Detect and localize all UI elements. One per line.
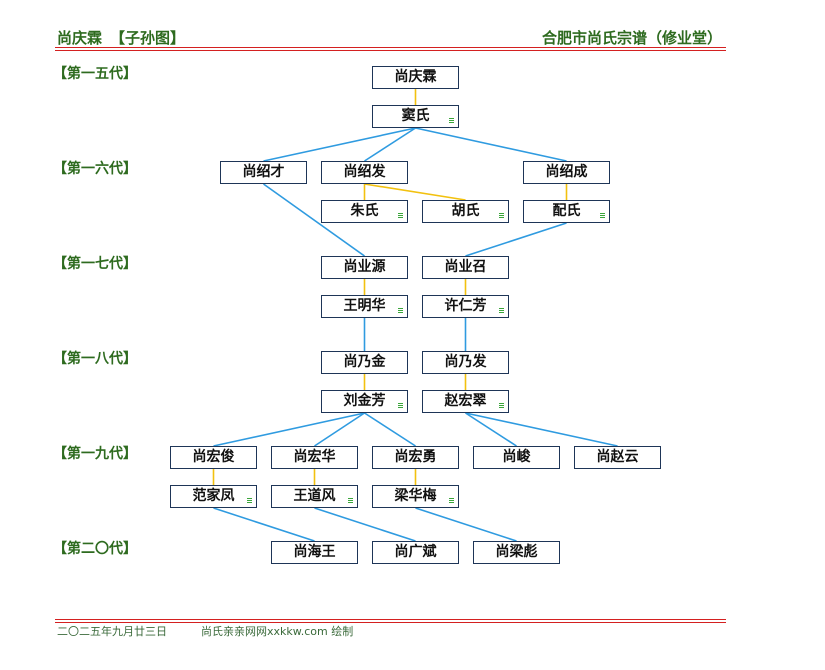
spouse-marker-icon [600,213,605,218]
spouse-name: 王明华 [343,298,386,314]
header-divider [55,47,726,51]
descent-line [263,183,365,257]
ancestor-name: 尚庆霖 [57,29,103,47]
member-box: 尚绍才 [220,161,307,184]
spouse-name: 窦氏 [401,108,430,124]
descent-line [213,412,365,447]
spouse-box: 赵宏翠 [422,390,509,413]
member-name: 尚乃金 [343,354,386,370]
chart-title: 尚庆霖【子孙图】 [57,29,185,47]
member-box: 尚赵云 [574,446,661,469]
spouse-marker-icon [247,498,252,503]
member-name: 尚峻 [502,449,531,465]
member-name: 尚庆霖 [394,69,437,85]
member-box: 尚业源 [321,256,408,279]
member-box: 尚海王 [271,541,358,564]
member-name: 尚宏华 [293,449,336,465]
generation-label: 【第一八代】 [53,351,137,367]
member-box: 尚宏华 [271,446,358,469]
spouse-box: 胡氏 [422,200,509,223]
member-name: 尚绍发 [343,164,386,180]
marriage-line [364,183,466,201]
descent-line [364,412,416,447]
member-name: 尚绍才 [242,164,285,180]
footer-divider [55,619,726,623]
generation-label: 【第二〇代】 [53,541,137,557]
footer-date: 二〇二五年九月廿三日 [57,625,167,638]
descent-line [314,507,416,542]
member-name: 尚乃发 [444,354,487,370]
spouse-marker-icon [499,213,504,218]
descent-line [213,507,315,542]
member-name: 尚宏勇 [394,449,437,465]
generation-label: 【第一五代】 [53,66,137,82]
member-name: 尚宏俊 [192,449,235,465]
generation-label: 【第一七代】 [53,256,137,272]
spouse-marker-icon [449,498,454,503]
spouse-marker-icon [499,403,504,408]
footer-credit: 尚氏亲亲网网xxkkw.com 绘制 [201,625,354,638]
spouse-marker-icon [398,403,403,408]
spouse-box: 王道风 [271,485,358,508]
spouse-name: 配氏 [552,203,581,219]
clan-title: 合肥市尚氏宗谱（修业堂） [541,29,722,47]
descent-line [465,222,567,257]
member-box: 尚乃金 [321,351,408,374]
member-box: 尚宏勇 [372,446,459,469]
member-name: 尚海王 [293,544,336,560]
spouse-marker-icon [398,308,403,313]
spouse-marker-icon [398,213,403,218]
descent-line [415,507,517,542]
spouse-name: 赵宏翠 [444,393,487,409]
member-box: 尚峻 [473,446,560,469]
member-name: 尚梁彪 [495,544,538,560]
member-name: 尚赵云 [596,449,639,465]
member-name: 尚广斌 [394,544,437,560]
spouse-box: 配氏 [523,200,610,223]
descent-line [364,127,416,162]
member-box: 尚庆霖 [372,66,459,89]
member-box: 尚业召 [422,256,509,279]
generation-label: 【第一九代】 [53,446,137,462]
descent-line [465,412,618,447]
member-box: 尚绍发 [321,161,408,184]
spouse-name: 王道风 [293,488,336,504]
descent-line [465,412,517,447]
member-name: 尚业召 [444,259,487,275]
spouse-name: 胡氏 [451,203,480,219]
member-box: 尚绍成 [523,161,610,184]
chart-type-label: 【子孙图】 [110,29,186,47]
member-name: 尚业源 [343,259,386,275]
member-box: 尚广斌 [372,541,459,564]
member-box: 尚乃发 [422,351,509,374]
descent-line [263,127,416,162]
spouse-name: 朱氏 [350,203,379,219]
generation-label: 【第一六代】 [53,161,137,177]
spouse-name: 梁华梅 [394,488,437,504]
spouse-box: 王明华 [321,295,408,318]
spouse-box: 朱氏 [321,200,408,223]
spouse-box: 范家凤 [170,485,257,508]
spouse-name: 刘金芳 [343,393,386,409]
spouse-box: 梁华梅 [372,485,459,508]
spouse-box: 窦氏 [372,105,459,128]
spouse-marker-icon [449,118,454,123]
spouse-marker-icon [348,498,353,503]
spouse-box: 许仁芳 [422,295,509,318]
spouse-box: 刘金芳 [321,390,408,413]
member-box: 尚宏俊 [170,446,257,469]
spouse-name: 许仁芳 [444,298,487,314]
spouse-name: 范家凤 [192,488,235,504]
spouse-marker-icon [499,308,504,313]
member-name: 尚绍成 [545,164,588,180]
member-box: 尚梁彪 [473,541,560,564]
descent-line [314,412,365,447]
descent-line [415,127,567,162]
